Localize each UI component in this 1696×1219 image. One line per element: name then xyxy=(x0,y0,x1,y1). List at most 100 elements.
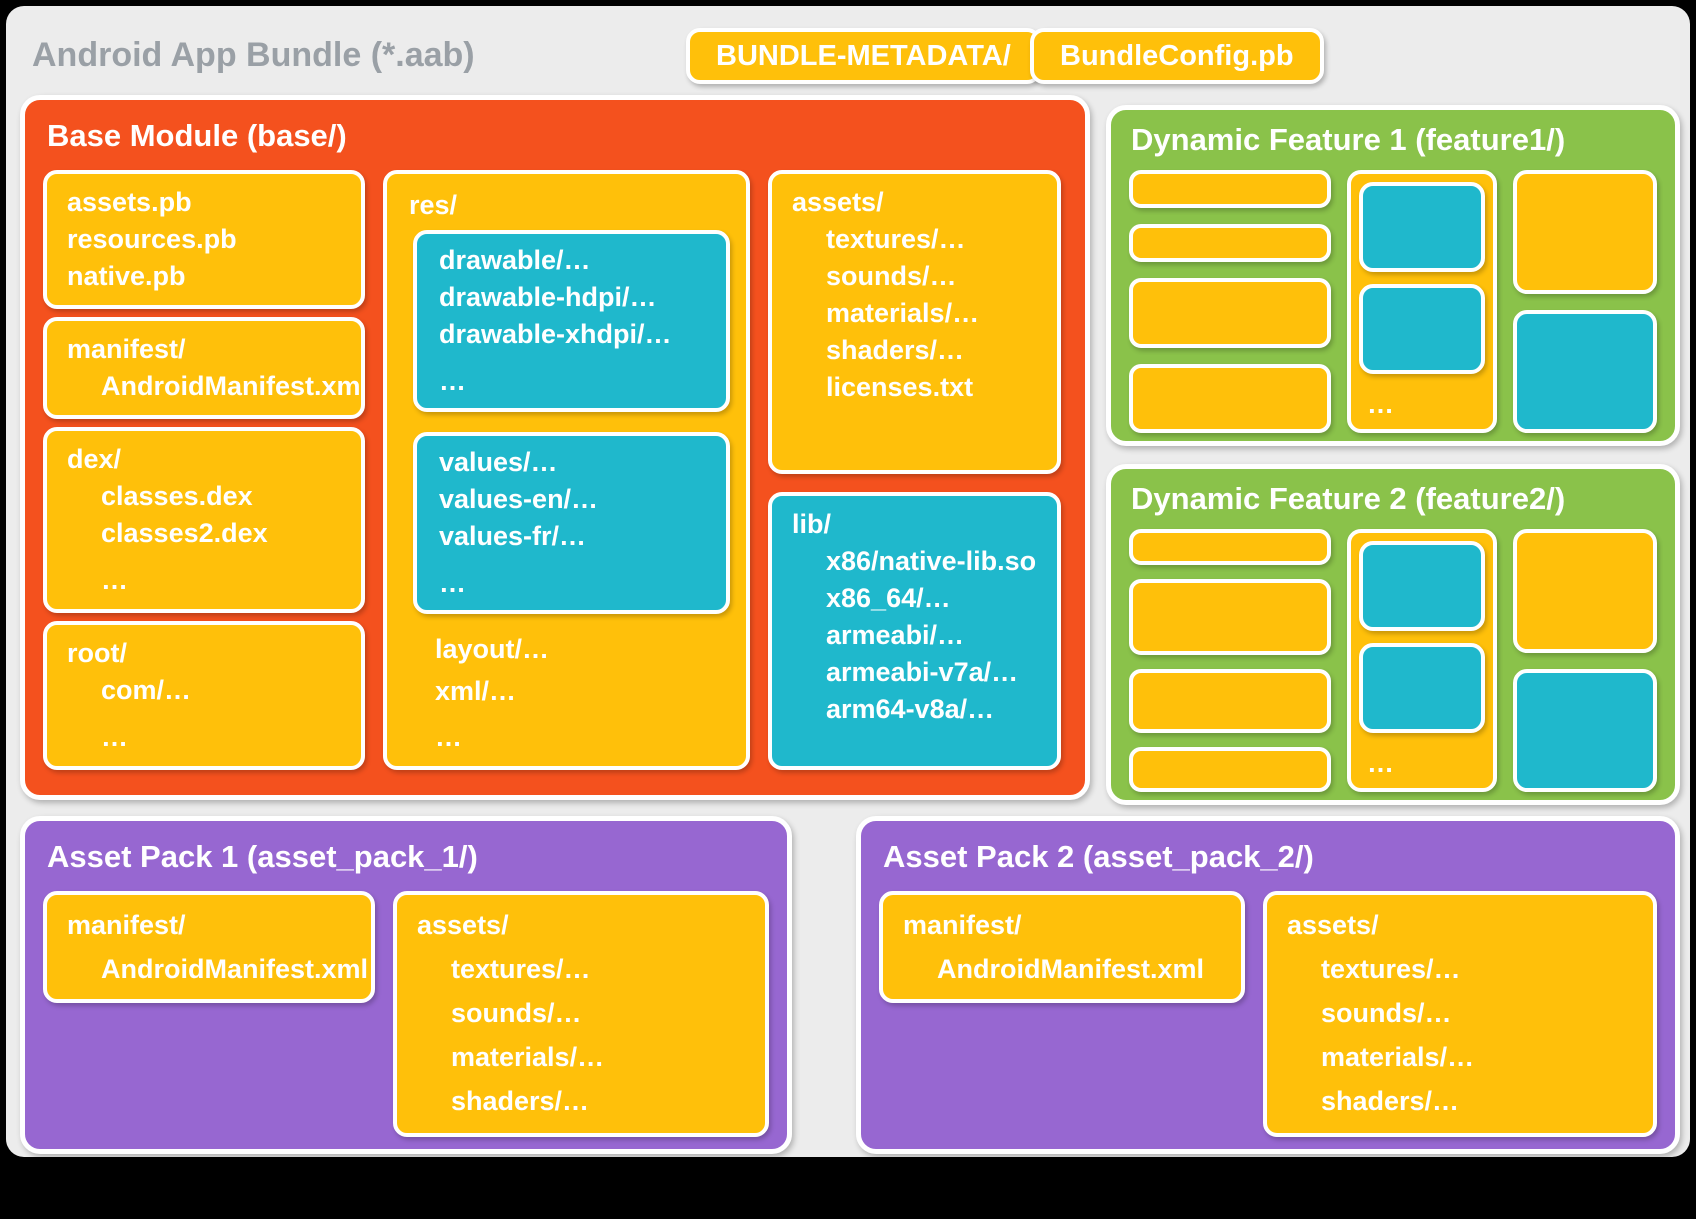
folder-label: xml/… xyxy=(435,676,517,706)
folder-label: textures/… xyxy=(826,224,966,254)
res-placeholder-box: … xyxy=(1347,170,1497,433)
lib-box: lib/ x86/native-lib.so x86_64/… armeabi/… xyxy=(768,492,1061,770)
res-sub-placeholder xyxy=(1359,284,1485,374)
file-label: classes2.dex xyxy=(101,518,268,548)
asset-pack-1: Asset Pack 1 (asset_pack_1/) manifest/ A… xyxy=(20,816,792,1154)
module-file-placeholder xyxy=(1129,224,1331,262)
assets-placeholder-box xyxy=(1513,529,1657,653)
dynamic-feature-2-title: Dynamic Feature 2 (feature2/) xyxy=(1131,481,1566,516)
bundle-metadata-badge: BUNDLE-METADATA/ xyxy=(686,28,1041,84)
folder-label: com/… xyxy=(101,675,192,705)
folder-label: manifest/ xyxy=(67,334,186,364)
asset-pack-2-title: Asset Pack 2 (asset_pack_2/) xyxy=(883,839,1314,874)
bundle-diagram-card: Android App Bundle (*.aab) BUNDLE-METADA… xyxy=(6,6,1690,1157)
folder-label: drawable-xhdpi/… xyxy=(439,319,672,349)
folder-label: sounds/… xyxy=(451,998,582,1028)
file-label: licenses.txt xyxy=(826,372,974,402)
file-label: resources.pb xyxy=(67,224,237,254)
pb-files-box: assets.pb resources.pb native.pb xyxy=(43,170,365,309)
folder-label: materials/… xyxy=(826,298,980,328)
base-column-2: res/ drawable/… drawable-hdpi/… drawable… xyxy=(383,170,750,770)
folder-label: materials/… xyxy=(1321,1042,1475,1072)
folder-label: lib/ xyxy=(792,509,831,539)
ellipsis-label: … xyxy=(439,568,466,598)
res-sub-placeholder xyxy=(1359,541,1485,631)
manifest-box: manifest/ AndroidManifest.xml xyxy=(43,317,365,419)
asset-pack-1-title: Asset Pack 1 (asset_pack_1/) xyxy=(47,839,478,874)
folder-label: drawable/… xyxy=(439,245,591,275)
base-column-1: assets.pb resources.pb native.pb manifes… xyxy=(43,170,365,770)
lib-placeholder-box xyxy=(1513,309,1657,433)
folder-label: sounds/… xyxy=(826,261,957,291)
base-module: Base Module (base/) assets.pb resources.… xyxy=(20,95,1090,800)
feature2-column-2: … xyxy=(1347,529,1497,792)
folder-label: textures/… xyxy=(1321,954,1461,984)
file-label: AndroidManifest.xml xyxy=(101,954,369,984)
ellipsis-label: … xyxy=(435,722,462,752)
ellipsis-label: … xyxy=(439,366,466,396)
folder-label: assets/ xyxy=(1287,910,1379,940)
module-file-placeholder xyxy=(1129,170,1331,208)
file-label: AndroidManifest.xml xyxy=(937,954,1205,984)
folder-label: shaders/… xyxy=(1321,1086,1460,1116)
folder-label: dex/ xyxy=(67,444,122,474)
lib-placeholder-box xyxy=(1513,668,1657,792)
ellipsis-label: … xyxy=(1367,389,1394,419)
page-title: Android App Bundle (*.aab) xyxy=(32,36,475,74)
folder-label: arm64-v8a/… xyxy=(826,694,995,724)
module-file-placeholder xyxy=(1129,669,1331,733)
feature2-column-1 xyxy=(1129,529,1331,792)
ellipsis-label: … xyxy=(1367,748,1394,778)
module-file-placeholder xyxy=(1129,529,1331,565)
folder-label: assets/ xyxy=(792,187,884,217)
res-box: res/ drawable/… drawable-hdpi/… drawable… xyxy=(383,170,750,770)
values-box: values/… values-en/… values-fr/… … xyxy=(413,432,730,614)
dynamic-feature-1: Dynamic Feature 1 (feature1/) … xyxy=(1106,105,1680,446)
folder-label: textures/… xyxy=(451,954,591,984)
feature1-columns: … xyxy=(1129,170,1661,433)
asset-pack-2-body: manifest/ AndroidManifest.xml assets/ te… xyxy=(879,891,1657,1137)
module-file-placeholder xyxy=(1129,363,1331,433)
dex-box: dex/ classes.dex classes2.dex … xyxy=(43,427,365,613)
folder-label: manifest/ xyxy=(67,910,186,940)
root-box: root/ com/… … xyxy=(43,621,365,770)
folder-label: drawable-hdpi/… xyxy=(439,282,657,312)
folder-label: res/ xyxy=(409,190,458,220)
feature1-column-1 xyxy=(1129,170,1331,433)
folder-label: values/… xyxy=(439,447,558,477)
res-tail: layout/… xml/… … xyxy=(387,628,746,758)
folder-label: materials/… xyxy=(451,1042,605,1072)
asset-pack-2: Asset Pack 2 (asset_pack_2/) manifest/ A… xyxy=(856,816,1680,1154)
module-file-placeholder xyxy=(1129,579,1331,655)
base-column-3: assets/ textures/… sounds/… materials/… … xyxy=(768,170,1061,770)
feature2-columns: … xyxy=(1129,529,1661,792)
folder-label: sounds/… xyxy=(1321,998,1452,1028)
dynamic-feature-2: Dynamic Feature 2 (feature2/) … xyxy=(1106,464,1680,805)
folder-label: manifest/ xyxy=(903,910,1022,940)
folder-label: armeabi-v7a/… xyxy=(826,657,1019,687)
module-file-placeholder xyxy=(1129,747,1331,792)
folder-label: x86_64/… xyxy=(826,583,951,613)
file-label: x86/native-lib.so xyxy=(826,546,1037,576)
folder-label: shaders/… xyxy=(451,1086,590,1116)
assets-box: assets/ textures/… sounds/… materials/… … xyxy=(1263,891,1657,1137)
file-label: native.pb xyxy=(67,261,186,291)
manifest-box: manifest/ AndroidManifest.xml xyxy=(43,891,375,1003)
manifest-box: manifest/ AndroidManifest.xml xyxy=(879,891,1245,1003)
asset-pack-1-body: manifest/ AndroidManifest.xml assets/ te… xyxy=(43,891,769,1137)
dynamic-feature-1-title: Dynamic Feature 1 (feature1/) xyxy=(1131,122,1566,157)
feature1-column-3 xyxy=(1513,170,1657,433)
folder-label: values-en/… xyxy=(439,484,599,514)
feature1-column-2: … xyxy=(1347,170,1497,433)
res-sub-placeholder xyxy=(1359,643,1485,733)
file-label: classes.dex xyxy=(101,481,253,511)
assets-box: assets/ textures/… sounds/… materials/… … xyxy=(768,170,1061,474)
file-label: AndroidManifest.xml xyxy=(101,371,365,401)
feature2-column-3 xyxy=(1513,529,1657,792)
folder-label: assets/ xyxy=(417,910,509,940)
module-file-placeholder xyxy=(1129,278,1331,348)
folder-label: shaders/… xyxy=(826,335,965,365)
drawable-box: drawable/… drawable-hdpi/… drawable-xhdp… xyxy=(413,230,730,412)
ellipsis-label: … xyxy=(101,565,128,595)
folder-label: root/ xyxy=(67,638,127,668)
